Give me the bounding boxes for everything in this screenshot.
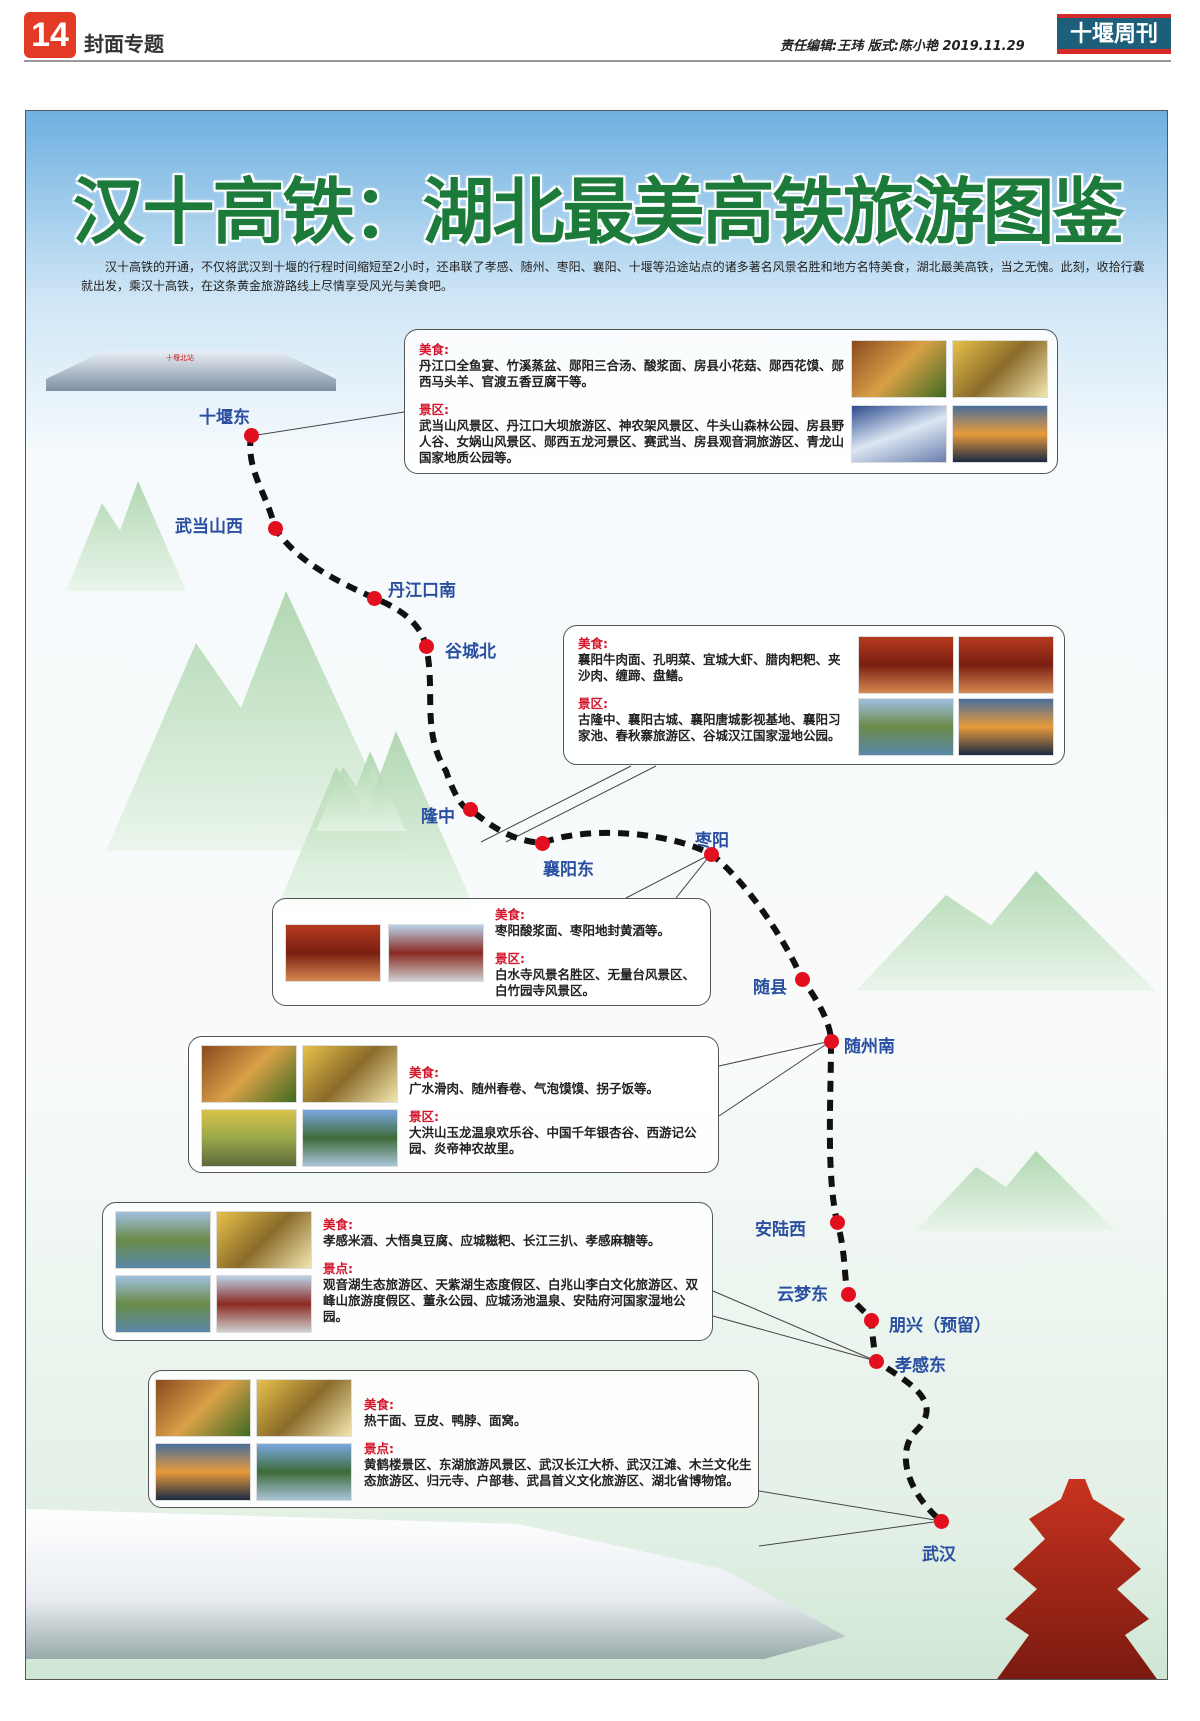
scenic-text: 古隆中、襄阳古城、襄阳唐城影视基地、襄阳习家池、春秋寨旅游区、谷城汉江国家湿地公… (578, 712, 841, 743)
station-dot (268, 521, 283, 536)
scenic-photo (958, 698, 1054, 756)
station-label-suizhou-south: 随州南 (844, 1037, 895, 1057)
food-label: 美食: (495, 907, 525, 922)
scenic-label: 景点: (364, 1441, 394, 1456)
scenic-photo (201, 1109, 297, 1167)
intro-paragraph: 汉十高铁的开通，不仅将武汉到十堰的行程时间缩短至2小时，还串联了孝感、随州、枣阳… (81, 260, 1145, 293)
scenic-photo (115, 1275, 211, 1333)
food-text: 丹江口全鱼宴、竹溪蒸盆、郧阳三合汤、酸浆面、房县小花菇、郧西花馍、郧西马头羊、官… (419, 358, 845, 389)
station-dot (830, 1215, 845, 1230)
scenic-label: 景区: (419, 402, 449, 417)
station-label-suixian: 随县 (753, 978, 787, 998)
food-text: 广水滑肉、随州春卷、气泡馍馍、拐子饭等。 (409, 1081, 660, 1096)
station-dot (704, 847, 719, 862)
page-number: 14 (24, 12, 76, 58)
station-label-longzhong: 隆中 (421, 807, 455, 827)
station-dot (535, 836, 550, 851)
food-photo (302, 1045, 398, 1103)
station-sign: 十堰北站 (166, 354, 194, 362)
station-dot (869, 1354, 884, 1369)
scenic-text: 大洪山玉龙温泉欢乐谷、中国千年银杏谷、西游记公园、炎帝神农故里。 (409, 1125, 697, 1156)
station-dot (795, 972, 810, 987)
station-dot (419, 639, 434, 654)
scenic-label: 景区: (409, 1109, 439, 1124)
scenic-photo (216, 1275, 312, 1333)
info-box-xiangyang: 美食:襄阳牛肉面、孔明菜、宜城大虾、腊肉粑粑、夹沙肉、缠蹄、盘鳝。 景区:古隆中… (563, 625, 1065, 765)
food-label: 美食: (409, 1065, 439, 1080)
scenic-text: 观音湖生态旅游区、天紫湖生态度假区、白兆山李白文化旅游区、双峰山旅游度假区、董永… (323, 1277, 699, 1324)
station-label-danjiangkou-south: 丹江口南 (388, 581, 456, 601)
brand-logo: 十堰周刊 (1057, 14, 1171, 54)
info-box-suizhou: 美食:广水滑肉、随州春卷、气泡馍馍、拐子饭等。 景区:大洪山玉龙温泉欢乐谷、中国… (188, 1036, 719, 1173)
scenic-photo (858, 698, 954, 756)
food-text: 襄阳牛肉面、孔明菜、宜城大虾、腊肉粑粑、夹沙肉、缠蹄、盘鳝。 (578, 652, 841, 683)
food-label: 美食: (419, 342, 449, 357)
station-label-xiangyang-east: 襄阳东 (543, 860, 594, 880)
food-photo (958, 636, 1054, 694)
station-label-wuhan: 武汉 (922, 1545, 956, 1565)
food-photo (285, 924, 381, 982)
station-dot (463, 802, 478, 817)
editor-credits: 责任编辑:王玮 版式:陈小艳 2019.11.29 (780, 39, 1025, 54)
route-map (247, 411, 943, 1547)
station-dot (824, 1034, 839, 1049)
scenic-label: 景区: (495, 951, 525, 966)
food-photo (115, 1211, 211, 1269)
food-photo (155, 1379, 251, 1437)
station-label-yunmeng-east: 云梦东 (777, 1285, 828, 1305)
info-box-shiyan: 美食:丹江口全鱼宴、竹溪蒸盆、郧阳三合汤、酸浆面、房县小花菇、郧西花馍、郧西马头… (404, 329, 1058, 474)
scenic-photo (952, 405, 1048, 463)
scenic-text: 武当山风景区、丹江口大坝旅游区、神农架风景区、牛头山森林公园、房县野人谷、女娲山… (419, 418, 845, 465)
scenic-label: 景点: (323, 1261, 353, 1276)
callout-line (625, 853, 712, 899)
scenic-text: 白水寺风景名胜区、无量台风景区、白竹园寺风景区。 (495, 967, 696, 998)
station-label-anlu-west: 安陆西 (755, 1220, 806, 1240)
scenic-photo (256, 1443, 352, 1501)
station-label-pengxing: 朋兴（预留） (889, 1316, 991, 1336)
food-label: 美食: (578, 636, 608, 651)
info-box-wuhan: 美食:热干面、豆皮、鸭脖、面窝。 景点:黄鹤楼景区、东湖旅游风景区、武汉长江大桥… (148, 1370, 759, 1508)
section-title: 封面专题 (84, 32, 164, 56)
food-photo (256, 1379, 352, 1437)
scenic-photo (851, 405, 947, 463)
scenic-text: 黄鹤楼景区、东湖旅游风景区、武汉长江大桥、武汉江滩、木兰文化生态旅游区、归元寺、… (364, 1457, 752, 1488)
food-text: 热干面、豆皮、鸭脖、面窝。 (364, 1413, 527, 1428)
scenic-photo (302, 1109, 398, 1167)
callout-line (480, 765, 657, 843)
food-photo (216, 1211, 312, 1269)
food-photo (851, 340, 947, 398)
food-photo (952, 340, 1048, 398)
station-label-gucheng-north: 谷城北 (445, 642, 496, 662)
rail-route (247, 434, 943, 1524)
scenic-photo (388, 924, 484, 982)
station-label-shiyan-east: 十堰东 (199, 408, 250, 428)
station-dot (367, 591, 382, 606)
info-box-xiaogan: 美食:孝感米酒、大悟臭豆腐、应城糍粑、长江三扒、孝感麻糖等。 景点:观音湖生态旅… (102, 1202, 713, 1341)
station-dot (244, 428, 259, 443)
station-label-wudangshan-west: 武当山西 (175, 517, 243, 537)
header-divider (24, 60, 1171, 62)
food-text: 枣阳酸浆面、枣阳地封黄酒等。 (495, 923, 671, 938)
main-title: 汉十高铁：湖北最美高铁旅游图鉴 (72, 169, 1124, 254)
infographic: 汉十高铁：湖北最美高铁旅游图鉴 汉十高铁的开通，不仅将武汉到十堰的行程时间缩短至… (25, 110, 1168, 1680)
food-photo (858, 636, 954, 694)
scenic-photo (155, 1443, 251, 1501)
station-dot (864, 1313, 879, 1328)
callout-line (718, 1040, 832, 1117)
food-photo (201, 1045, 297, 1103)
food-label: 美食: (364, 1397, 394, 1412)
shiyan-station-building: 十堰北站 (46, 351, 336, 391)
station-dot (934, 1514, 949, 1529)
station-label-xiaogan-east: 孝感东 (895, 1356, 946, 1376)
callout-line (250, 411, 405, 437)
station-dot (841, 1287, 856, 1302)
callout-line (712, 1290, 877, 1362)
scenic-label: 景区: (578, 696, 608, 711)
food-label: 美食: (323, 1217, 353, 1232)
station-label-zaoyang: 枣阳 (695, 831, 729, 851)
info-box-zaoyang: 美食:枣阳酸浆面、枣阳地封黄酒等。 景区:白水寺风景名胜区、无量台风景区、白竹园… (272, 898, 711, 1006)
callout-line (758, 1490, 942, 1547)
food-text: 孝感米酒、大悟臭豆腐、应城糍粑、长江三扒、孝感麻糖等。 (323, 1233, 661, 1248)
